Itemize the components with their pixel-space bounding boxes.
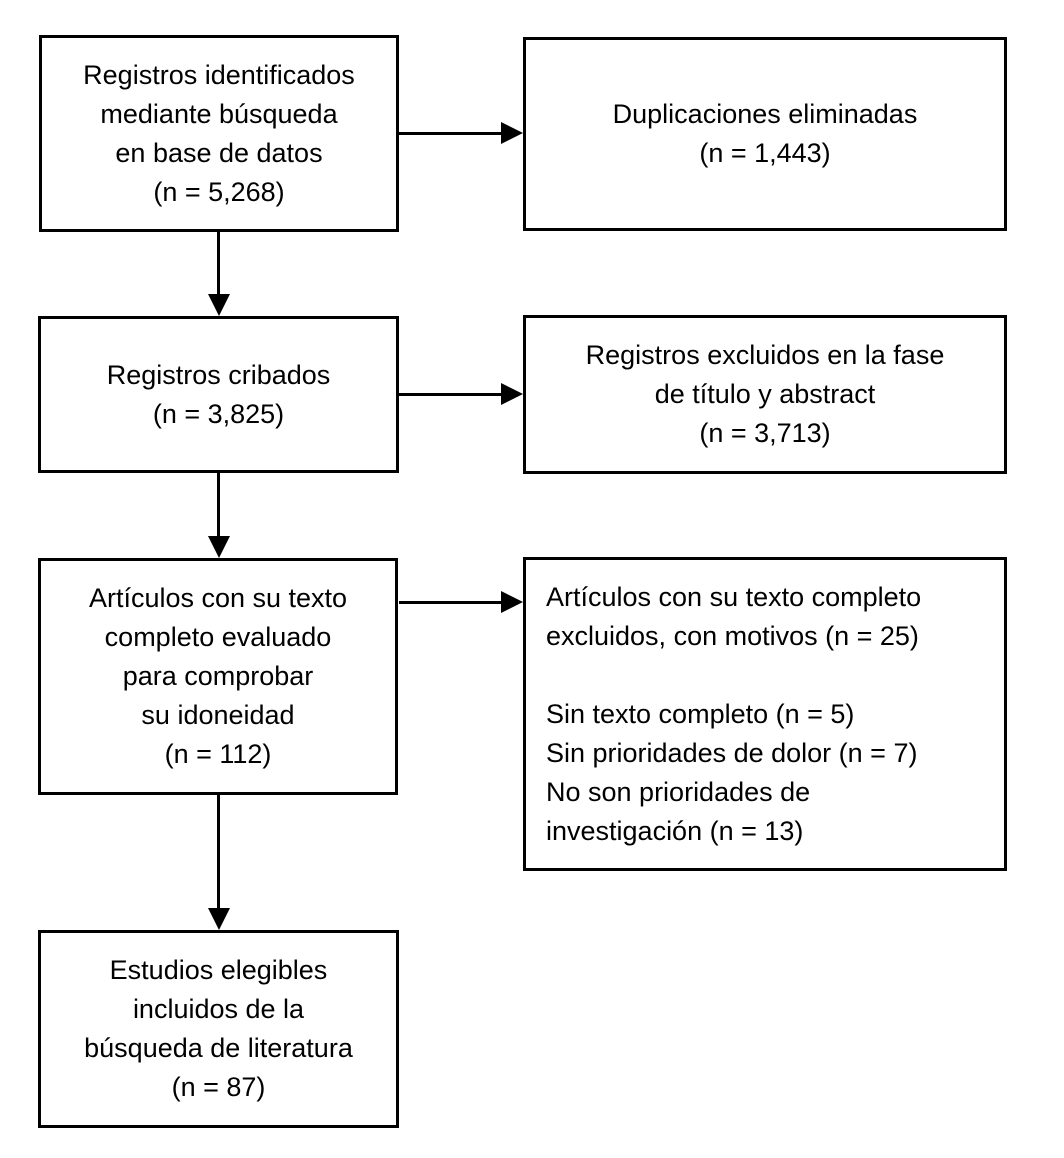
box-text-line: Estudios elegibles: [109, 955, 328, 985]
box-text-line: Sin prioridades de dolor (n = 7): [546, 737, 918, 768]
box-text-line: (n = 5,268): [153, 176, 285, 207]
box-fulltext-excluded: Artículos con su texto completo excluido…: [523, 557, 1007, 871]
box-text-line: de título y abstract: [654, 379, 876, 409]
box-text-line: Registros identificados: [83, 59, 355, 90]
box-text-line: Sin texto completo (n = 5): [546, 698, 855, 729]
box-records-screened: Registros cribados (n = 3,825): [38, 316, 399, 473]
box-text-line: búsqueda de literatura: [84, 1033, 353, 1063]
box-text-line: (n = 1,443): [699, 138, 831, 168]
arrow-fulltext-to-excluded-line: [399, 601, 501, 604]
box-studies-included: Estudios elegibles incluidos de la búsqu…: [38, 930, 399, 1128]
box-text-line: completo evaluado: [104, 622, 332, 652]
box-text-line: Duplicaciones eliminadas: [612, 99, 918, 129]
box-text-line: Artículos con su texto completo: [546, 581, 922, 612]
box-text-line: Registros cribados: [106, 359, 331, 390]
box-text-line: (n = 3,825): [152, 398, 285, 429]
box-text-line: [546, 656, 554, 695]
box-text-line: investigación (n = 13): [546, 815, 804, 846]
box-text-line: su idoneidad: [141, 700, 295, 730]
arrow-right-icon: [501, 122, 523, 144]
box-text-line: (n = 3,713): [699, 418, 831, 448]
box-records-identified: Registros identificados mediante búsqued…: [39, 35, 399, 232]
arrow-screened-to-excluded-line: [399, 393, 501, 396]
box-text-line: (n = 112): [164, 739, 272, 769]
box-text-line: Artículos con su texto: [88, 583, 348, 613]
box-text-line: (n = 87): [171, 1072, 266, 1102]
arrow-down-icon: [208, 294, 230, 316]
arrow-screened-to-fulltext-line: [217, 473, 220, 536]
arrow-right-icon: [501, 591, 523, 613]
box-duplicates-removed: Duplicaciones eliminadas (n = 1,443): [523, 37, 1007, 231]
box-excluded-title-abstract: Registros excluidos en la fase de título…: [523, 315, 1007, 474]
arrow-right-icon: [501, 383, 523, 405]
box-fulltext-assessed: Artículos con su texto completo evaluado…: [38, 558, 398, 795]
box-text-line: para comprobar: [122, 661, 314, 691]
box-text-line: mediante búsqueda: [100, 98, 338, 129]
box-text-line: excluidos, con motivos (n = 25): [546, 620, 919, 651]
arrow-identified-to-duplicates-line: [399, 132, 501, 135]
arrow-identified-to-screened-line: [217, 232, 220, 294]
box-text-line: No son prioridades de: [546, 776, 811, 807]
arrow-down-icon: [208, 908, 230, 930]
arrow-down-icon: [208, 536, 230, 558]
box-text-line: Registros excluidos en la fase: [585, 340, 945, 370]
arrow-fulltext-to-included-line: [217, 795, 220, 908]
box-text-line: en base de datos: [115, 137, 323, 168]
box-text-line: incluidos de la: [132, 994, 305, 1024]
